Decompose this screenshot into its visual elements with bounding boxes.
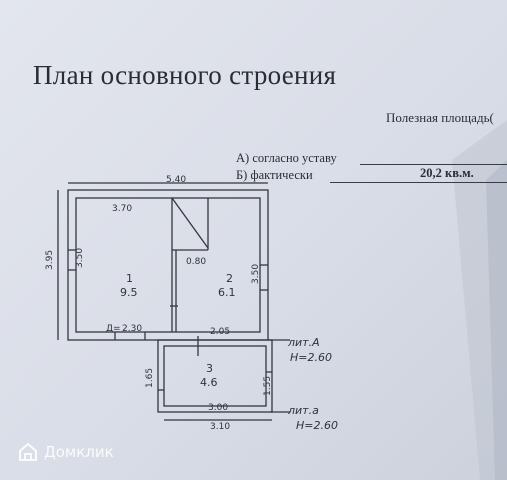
porch-outer	[157, 339, 273, 413]
inner-wall	[75, 197, 261, 333]
dim-porch-left: 1.65	[145, 368, 155, 388]
domclick-house-icon	[19, 442, 37, 461]
room3-number: 3	[206, 362, 213, 375]
row-b-value: 20,2 кв.м.	[420, 166, 474, 180]
lit-a2-height: Н=2.60	[296, 419, 338, 432]
usable-area-label: Полезная площадь(	[386, 110, 494, 125]
dim-overall-width: 5.40	[166, 175, 186, 185]
dim-porch-inner: 3.00	[208, 403, 228, 413]
dim-porch-right: 1.55	[263, 376, 273, 396]
dim-bottom-right: 2.05	[210, 327, 230, 337]
room3-area: 4.6	[200, 376, 218, 389]
dim-porch-outer: 3.10	[210, 422, 230, 432]
page-title: План основного строения	[33, 60, 337, 90]
stair-diagonal	[171, 197, 209, 249]
watermark-text: Домклик	[44, 443, 114, 461]
dim-left-inner: 3.50	[75, 248, 85, 268]
lit-a-height: Н=2.60	[290, 351, 332, 364]
porch-inner	[163, 345, 267, 407]
dim-right-height: 3.50	[251, 264, 261, 284]
room1-number: 1	[126, 272, 133, 285]
room2-number: 2	[226, 272, 233, 285]
watermark: Домклик	[18, 442, 114, 462]
row-b-label: Б) фактически	[236, 168, 313, 182]
dim-room1-width: 3.70	[112, 204, 132, 214]
dim-left-outer: 3.95	[45, 250, 55, 270]
dim-bottom-left: 2.30	[122, 324, 142, 334]
outer-wall	[67, 189, 269, 341]
lit-a2-label: лит.а	[287, 404, 319, 417]
row-a-label: А) согласно уставу	[236, 151, 337, 165]
room2-area: 6.1	[218, 286, 236, 299]
lit-a-label: лит.А	[287, 336, 320, 349]
row-b-underline	[330, 182, 507, 183]
row-a-underline	[360, 164, 507, 165]
dim-bottom-left-prefix: Д=	[106, 324, 121, 334]
room1-area: 9.5	[120, 286, 138, 299]
dim-stair-width: 0.80	[186, 257, 206, 267]
